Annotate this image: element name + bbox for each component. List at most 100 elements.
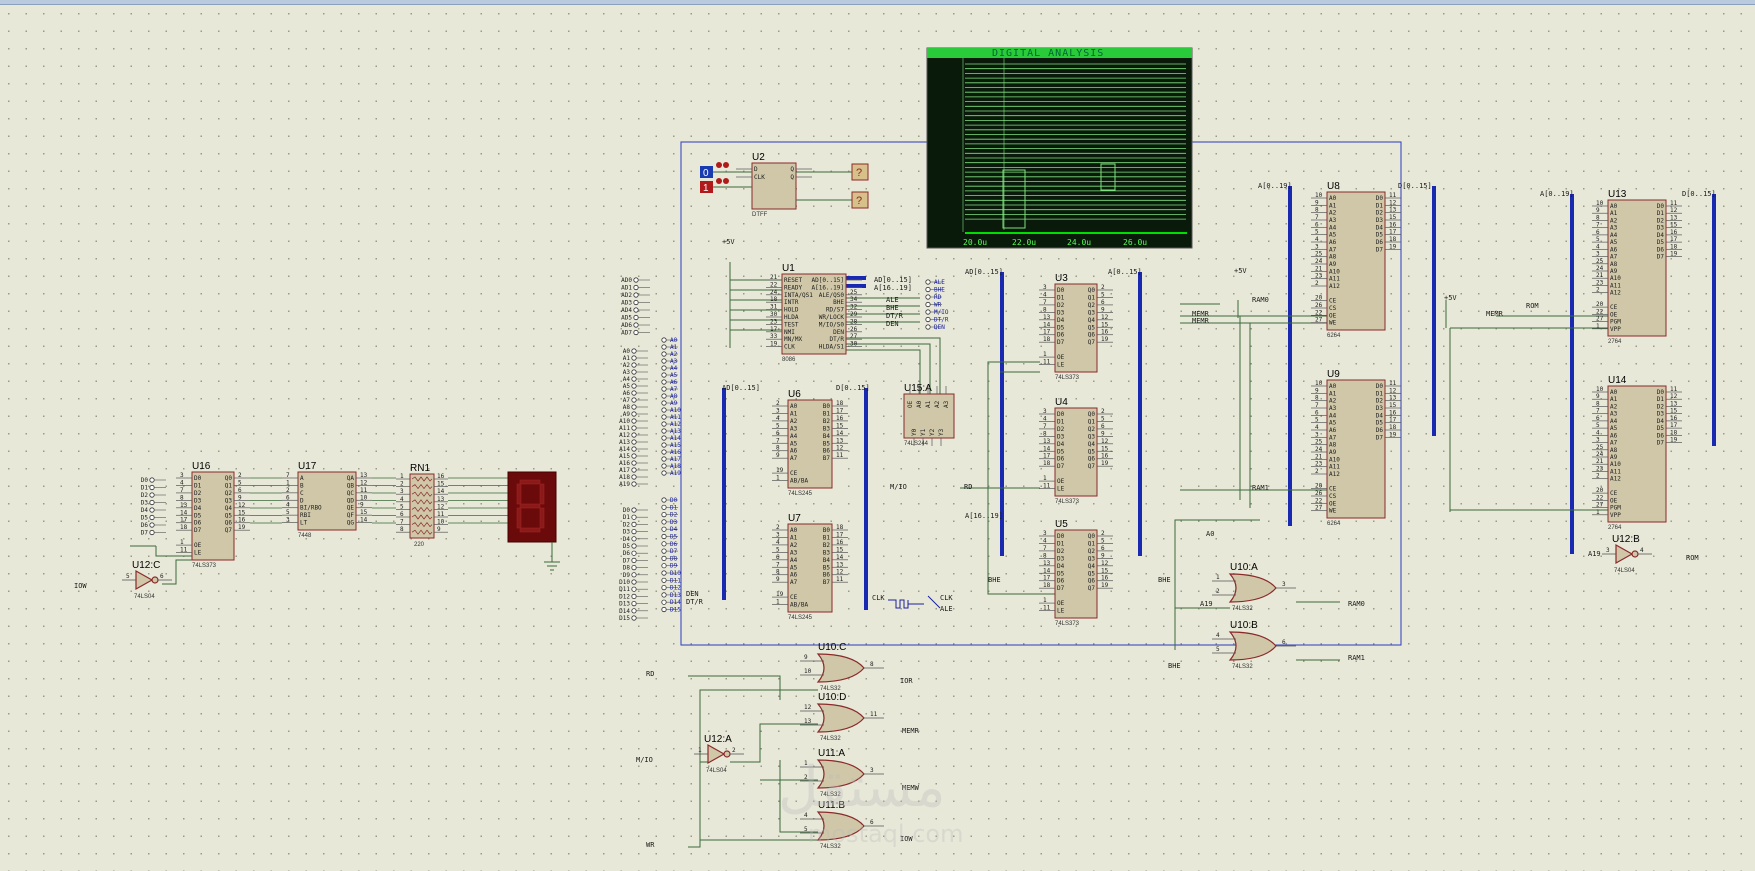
bus-taps-a[interactable]: A0A1A2A3A4A5A6A7A8A9A10A11A12A13A14A15A1… xyxy=(661,337,681,477)
logic-state-inputs[interactable]: 0 1 xyxy=(700,162,752,194)
net-label: BHE xyxy=(988,576,1001,584)
net-label: MEMR xyxy=(1486,310,1504,318)
pin-number: 17 xyxy=(1043,575,1051,582)
pin-number: 7 xyxy=(1315,214,1319,221)
pin-label: A9 xyxy=(1610,454,1618,461)
pin-label: CLK xyxy=(754,174,765,181)
pin-label: QC xyxy=(347,490,355,497)
watermark-text: مستقل xyxy=(778,755,946,820)
pin-number: 2 xyxy=(238,472,242,479)
pin-label: LT xyxy=(300,520,308,527)
pin-number: 15 xyxy=(437,481,445,488)
pin-label: A7 xyxy=(1329,246,1337,253)
pin-label: BHE xyxy=(833,299,844,306)
pin-number: 10 xyxy=(1315,192,1323,199)
pin-label: A[16..19] xyxy=(811,284,844,291)
terminal-label: A16 xyxy=(619,460,630,467)
logic-probe-outputs: ? ? xyxy=(796,163,869,209)
terminal-label: D7 xyxy=(623,557,631,564)
pin-label: Y3 xyxy=(938,428,945,436)
chip-u7[interactable]: U774LS245A02A13A24A35A46A57A68A79CE19AB/… xyxy=(772,513,848,621)
pin-number: 3 xyxy=(1596,251,1600,258)
chip-u5[interactable]: U574LS373D03D14D27D38D413D514D617D718OE1… xyxy=(1039,519,1113,627)
net-label: +5V xyxy=(722,238,735,246)
pin-number: 8 xyxy=(1315,395,1319,402)
digital-analysis-window[interactable]: DIGITAL ANALYSIS 20.0u 22.0u 24.0u 26.0u xyxy=(926,47,1193,249)
pin-number: 16 xyxy=(1389,221,1397,228)
terminal-label: A11 xyxy=(670,414,681,421)
chip-ref: U5 xyxy=(1055,519,1068,530)
chip-u9[interactable]: U96264A010A19A28A37A46A55A64A73A825A924A… xyxy=(1311,369,1401,527)
pin-number: 14 xyxy=(1043,445,1051,452)
pin-number: 7 xyxy=(776,437,780,444)
chip-u14[interactable]: U142764A010A19A28A37A46A55A64A73A825A924… xyxy=(1592,375,1682,531)
pin-number: 19 xyxy=(770,341,778,348)
pin-label: READY xyxy=(784,284,802,291)
chip-part: 7448 xyxy=(298,533,312,539)
chip-u6[interactable]: U674LS245A02A13A24A35A46A57A68A79CE19AB/… xyxy=(772,389,848,497)
pin-label: B6 xyxy=(823,572,831,579)
svg-text:?: ? xyxy=(856,167,862,179)
terminal-label: AD5 xyxy=(621,315,632,322)
pin-label: CE xyxy=(1610,304,1618,311)
chip-u4[interactable]: U474LS373D03D14D27D38D413D514D617D718OE1… xyxy=(1039,397,1113,505)
pin-label: A7 xyxy=(1610,254,1618,261)
chip-u1[interactable]: U18086RESET21READY22INTA/QS124INTR18HOLD… xyxy=(766,263,862,363)
pin-number: 23 xyxy=(1596,279,1604,286)
terminals-a[interactable]: A0A1A2A3A4A5A6A7A8A9A10A11A12A13A14A15A1… xyxy=(619,348,648,488)
pin-label: Q0 xyxy=(1088,287,1096,294)
pin-number: 12 xyxy=(1101,560,1109,567)
pin-number: 14 xyxy=(360,517,368,524)
pin-label: QB xyxy=(347,482,355,489)
pin-number: 27 xyxy=(1315,317,1323,324)
pin-label: A0 xyxy=(1329,195,1337,202)
pin-label: D7 xyxy=(194,527,202,534)
clock-source[interactable] xyxy=(888,595,941,609)
net-label-layer: +5V+5V+5VAD[0..15]D[0..15]AD[0..15]A[0..… xyxy=(74,182,1716,849)
net-label: A[0..19] xyxy=(1258,182,1292,190)
pin-number: 27 xyxy=(1596,316,1604,323)
gate-ref: U10:D xyxy=(818,692,846,703)
pin-label: Q2 xyxy=(1088,548,1096,555)
terminal-label: A10 xyxy=(670,407,681,414)
pin-label: D3 xyxy=(194,497,202,504)
pin-number: 5 xyxy=(1101,537,1105,544)
terminal-label: D1 xyxy=(141,485,149,492)
terminal-label: D1 xyxy=(670,504,678,511)
chip-u8[interactable]: U86264A010A19A28A37A46A55A64A73A825A924A… xyxy=(1311,181,1401,339)
pin-number: 6 xyxy=(400,511,404,518)
chip-u16[interactable]: U1674LS373D03D14D27D38D413D514D617D718OE… xyxy=(176,461,250,569)
pin-label: QE xyxy=(347,505,355,512)
pin-label: D1 xyxy=(1376,390,1384,397)
pin-number: 15 xyxy=(836,546,844,553)
pin-label: B1 xyxy=(823,410,831,417)
pin-label: D1 xyxy=(1376,202,1384,209)
chip-u3[interactable]: U374LS373D03D14D27D38D413D514D617D718OE1… xyxy=(1039,273,1113,381)
pin-label: WE xyxy=(1329,320,1337,327)
pin-number: 15 xyxy=(1101,321,1109,328)
chip-part: 2764 xyxy=(1608,525,1622,531)
chip-u13[interactable]: U132764A010A19A28A37A46A55A64A73A825A924… xyxy=(1592,189,1682,345)
pin-number: 9 xyxy=(1101,552,1105,559)
schematic-sheet[interactable] xyxy=(0,5,1755,871)
pin-label: LE xyxy=(1057,486,1065,493)
